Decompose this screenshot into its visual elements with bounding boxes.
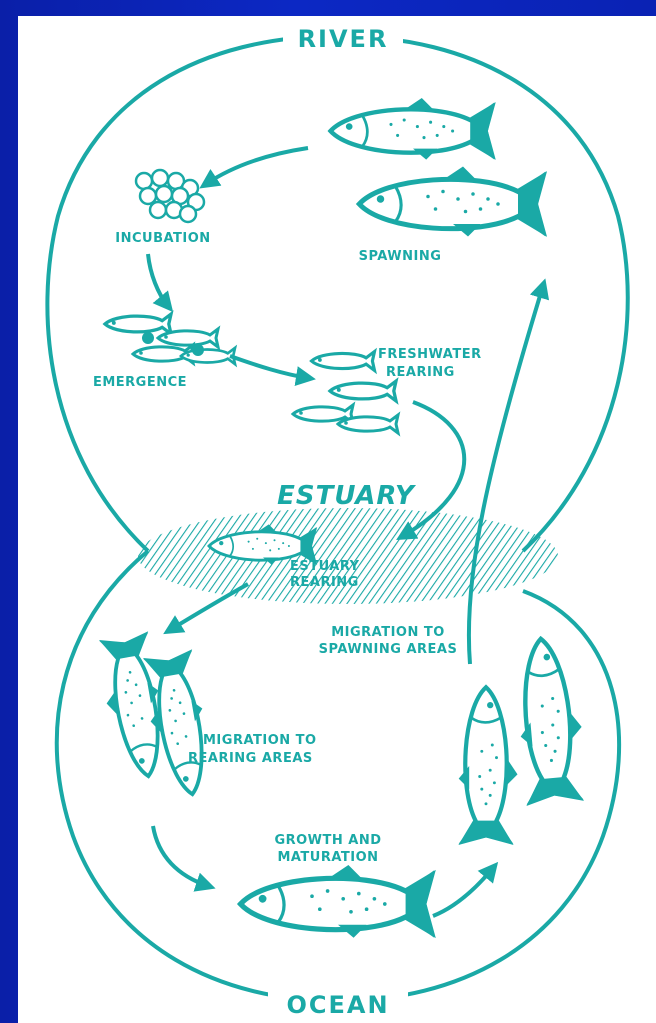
returning-fish-left xyxy=(459,687,518,843)
migration-spawning-label-line1: MIGRATION TO xyxy=(331,625,445,640)
spawning-fish-upper xyxy=(331,98,495,160)
egg-cluster-icon xyxy=(136,170,204,222)
migration-rearing-label-line2: REARING AREAS xyxy=(188,751,313,766)
spawning-label: SPAWNING xyxy=(359,249,442,264)
estuary-label: ESTUARY xyxy=(277,481,417,511)
maturing-fish xyxy=(241,865,435,938)
river-label: RIVER xyxy=(298,25,389,53)
returning-fish-right xyxy=(512,636,588,805)
growth-label-line2: MATURATION xyxy=(277,850,378,865)
freshwater-rearing-label-line1: FRESHWATER xyxy=(378,347,482,362)
estuary-rearing-label-line2: REARING xyxy=(290,575,359,590)
growth-label-line1: GROWTH AND xyxy=(274,833,381,848)
freshwater-fry-school xyxy=(293,352,398,433)
incubation-label: INCUBATION xyxy=(115,231,210,246)
emergence-alevins xyxy=(105,314,235,364)
freshwater-rearing-label-line2: REARING xyxy=(386,365,455,380)
diagram-panel: RIVER OCEAN xyxy=(18,16,656,1023)
migration-spawning-label-line2: SPAWNING AREAS xyxy=(319,642,458,657)
emergence-label: EMERGENCE xyxy=(93,375,187,390)
spawning-fish-lower xyxy=(359,167,545,237)
ocean-label: OCEAN xyxy=(286,991,389,1019)
salmon-life-cycle-diagram: RIVER OCEAN xyxy=(18,16,656,1023)
estuary-rearing-label-line1: ESTUARY xyxy=(290,559,360,574)
migration-rearing-label-line1: MIGRATION TO xyxy=(203,733,317,748)
